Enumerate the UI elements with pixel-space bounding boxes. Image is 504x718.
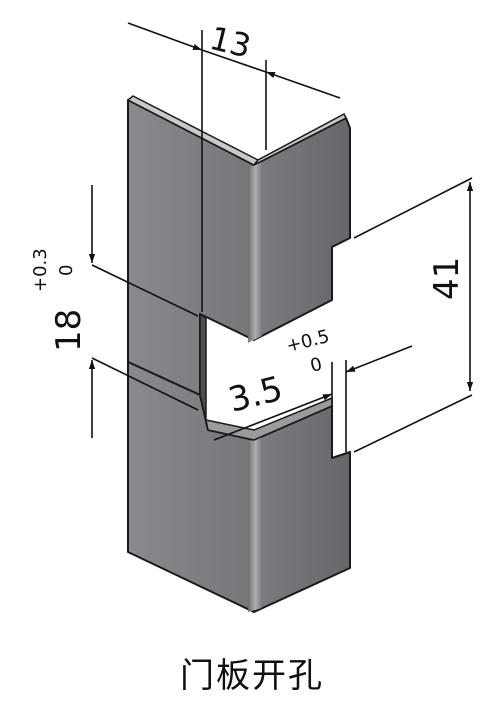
right-face-upper <box>253 117 351 341</box>
slot-ext-top <box>91 264 199 317</box>
slot-depth-tol-lower: 0 <box>308 354 324 377</box>
slot-depth-label: 3.5 <box>225 369 287 421</box>
figure-caption: 门板开孔 <box>180 656 324 696</box>
width-arrow-left <box>127 22 203 51</box>
height-label: 41 <box>427 257 467 300</box>
top-edge-right <box>253 112 348 166</box>
door-panel-cutout-diagram: 13 41 18 +0.3 0 3.5 +0.5 0 <box>30 19 474 613</box>
corner-bend-highlight-lower <box>248 437 262 612</box>
width-dim-line <box>201 49 267 73</box>
slot-height-tol-upper: +0.3 <box>30 248 51 292</box>
slot-height-label: 18 <box>49 309 89 352</box>
height-ext-bottom <box>353 394 473 453</box>
left-face-upper <box>127 99 255 396</box>
corner-bend-highlight-upper <box>248 162 262 343</box>
depth-arrow-left <box>213 393 333 441</box>
right-face-lower <box>253 405 351 613</box>
width-label: 13 <box>206 19 255 66</box>
slot-depth-tol-upper: +0.5 <box>284 326 332 357</box>
height-ext-top <box>353 177 473 239</box>
slot-ext-bottom <box>91 357 199 411</box>
dimension-lines <box>88 22 474 453</box>
slot-height-tol-lower: 0 <box>56 265 77 276</box>
depth-arrow-right <box>345 345 413 373</box>
width-arrow-right <box>265 71 341 99</box>
